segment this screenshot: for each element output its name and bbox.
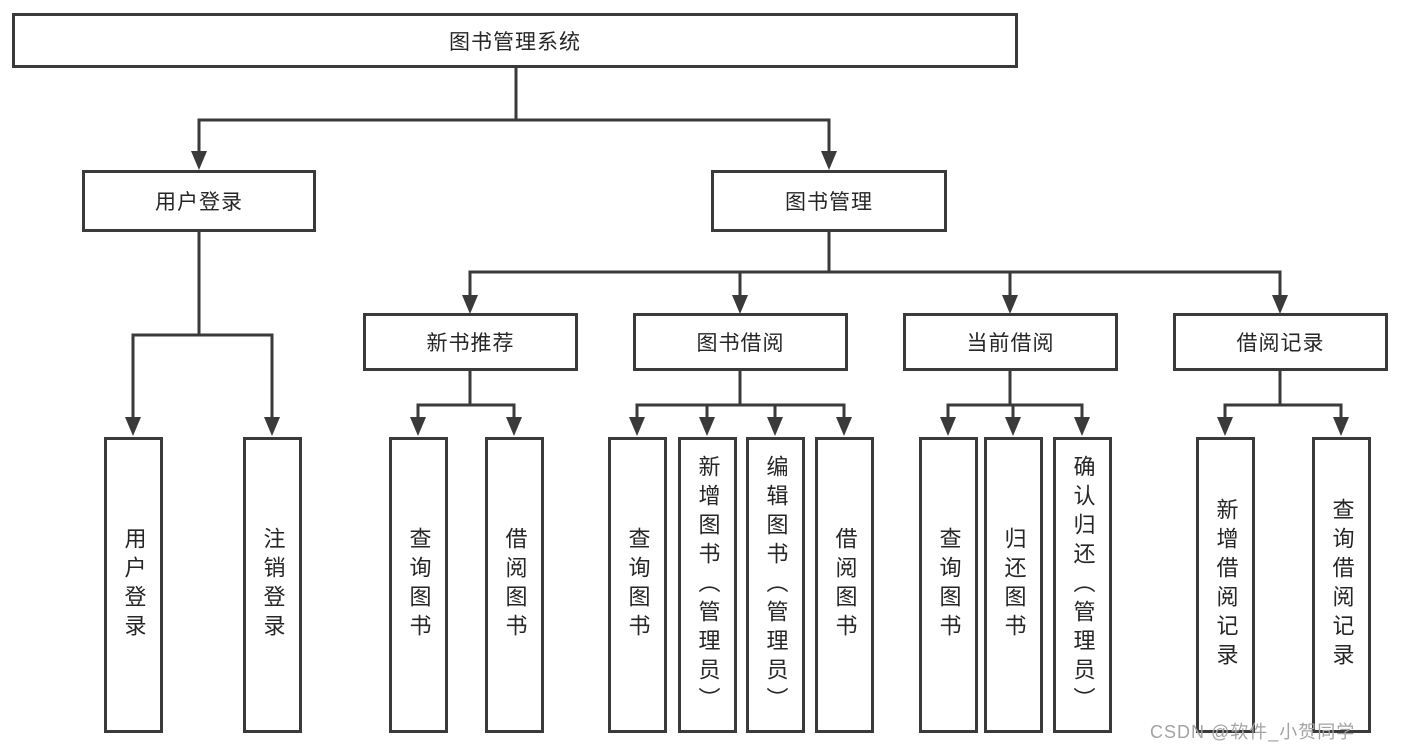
leaf-user-login: 用户登录 — [104, 437, 163, 733]
leaf-confirm-return-admin: 确认归还（管理员） — [1053, 437, 1112, 733]
node-book-borrowing-label: 图书借阅 — [696, 332, 785, 355]
leaf-add-loan-record: 新增借阅记录 — [1196, 437, 1255, 733]
leaf-return-books-label: 归还图书 — [1001, 527, 1027, 643]
node-user-login-label: 用户登录 — [155, 191, 243, 214]
leaf-current-query-books: 查询图书 — [919, 437, 978, 733]
leaf-recommend-borrow-books-label: 借阅图书 — [502, 527, 528, 643]
node-root-system: 图书管理系统 — [12, 13, 1018, 68]
leaf-add-loan-record-label: 新增借阅记录 — [1213, 498, 1239, 672]
leaf-recommend-query-books: 查询图书 — [389, 437, 448, 733]
node-loan-records-label: 借阅记录 — [1236, 332, 1325, 355]
leaf-current-query-books-label: 查询图书 — [936, 527, 962, 643]
leaf-edit-book-admin: 编辑图书（管理员） — [746, 437, 805, 733]
leaf-recommend-query-books-label: 查询图书 — [406, 527, 432, 643]
leaf-return-books: 归还图书 — [984, 437, 1043, 733]
leaf-borrowing-query-books-label: 查询图书 — [625, 527, 651, 643]
leaf-logout: 注销登录 — [243, 437, 302, 733]
node-current-loans-label: 当前借阅 — [966, 332, 1055, 355]
node-user-login: 用户登录 — [82, 170, 316, 232]
leaf-borrow-books: 借阅图书 — [815, 437, 874, 733]
node-new-book-recommend: 新书推荐 — [363, 313, 578, 371]
node-new-book-recommend-label: 新书推荐 — [426, 332, 515, 355]
node-book-management-label: 图书管理 — [785, 191, 873, 214]
csdn-watermark: CSDN @软件_小贺同学 — [1150, 722, 1356, 742]
leaf-query-loan-record-label: 查询借阅记录 — [1329, 498, 1355, 672]
leaf-borrowing-query-books: 查询图书 — [608, 437, 667, 733]
node-book-borrowing: 图书借阅 — [633, 313, 848, 371]
node-current-loans: 当前借阅 — [903, 313, 1118, 371]
leaf-query-loan-record: 查询借阅记录 — [1312, 437, 1371, 733]
leaf-add-book-admin: 新增图书（管理员） — [678, 437, 737, 733]
leaf-logout-label: 注销登录 — [260, 527, 286, 643]
leaf-recommend-borrow-books: 借阅图书 — [485, 437, 544, 733]
node-book-management: 图书管理 — [711, 170, 947, 232]
node-root-system-label: 图书管理系统 — [449, 30, 581, 54]
leaf-user-login-label: 用户登录 — [121, 527, 147, 643]
leaf-confirm-return-admin-label: 确认归还（管理员） — [1070, 454, 1096, 716]
node-loan-records: 借阅记录 — [1173, 313, 1388, 371]
leaf-add-book-admin-label: 新增图书（管理员） — [695, 454, 721, 716]
leaf-edit-book-admin-label: 编辑图书（管理员） — [763, 454, 789, 716]
leaf-borrow-books-label: 借阅图书 — [832, 527, 858, 643]
